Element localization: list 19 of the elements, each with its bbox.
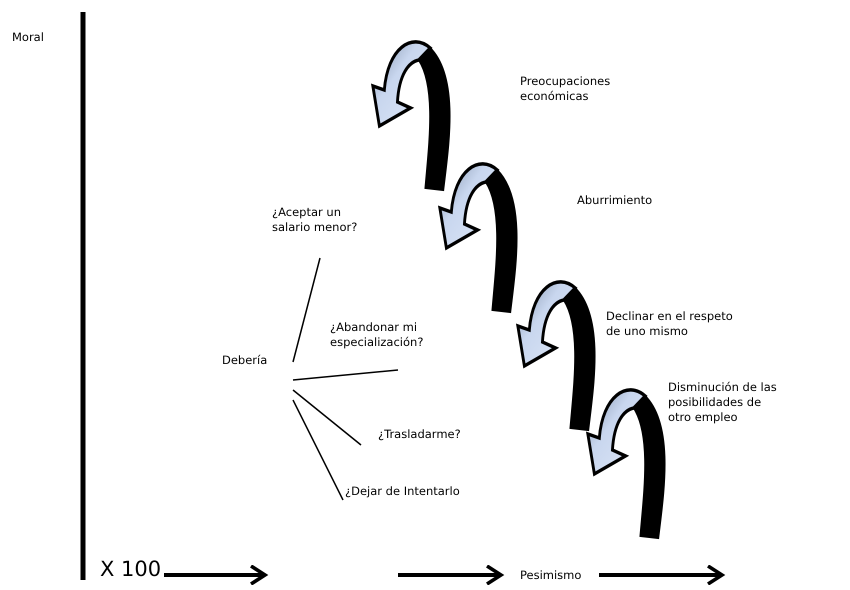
node-text: Debería	[222, 353, 268, 368]
node-text: Pesimismo	[520, 568, 582, 583]
node-text: ¿Abandonar mi especialización?	[330, 320, 424, 350]
connector-line	[292, 400, 344, 500]
text-label: Disminución de las posibilidades de otro empleo	[668, 380, 778, 425]
connector-line	[292, 258, 321, 362]
node-text: X 100	[100, 556, 162, 582]
text-label: Aburrimiento	[577, 193, 654, 208]
text-label: Preocupaciones económicas	[520, 74, 612, 104]
arrow	[164, 564, 267, 586]
text-label: Declinar en el respeto de uno mismo	[606, 309, 734, 339]
arrow	[599, 564, 724, 586]
arrow	[398, 564, 503, 586]
connector-line	[292, 369, 398, 381]
axis-label: Moral	[12, 30, 45, 45]
node-text: ¿Trasladarme?	[378, 427, 458, 442]
connector-line	[292, 389, 362, 446]
node-text: ¿Dejar de Intentarlo	[345, 484, 461, 499]
node-text: ¿Aceptar un salario menor?	[272, 205, 358, 235]
